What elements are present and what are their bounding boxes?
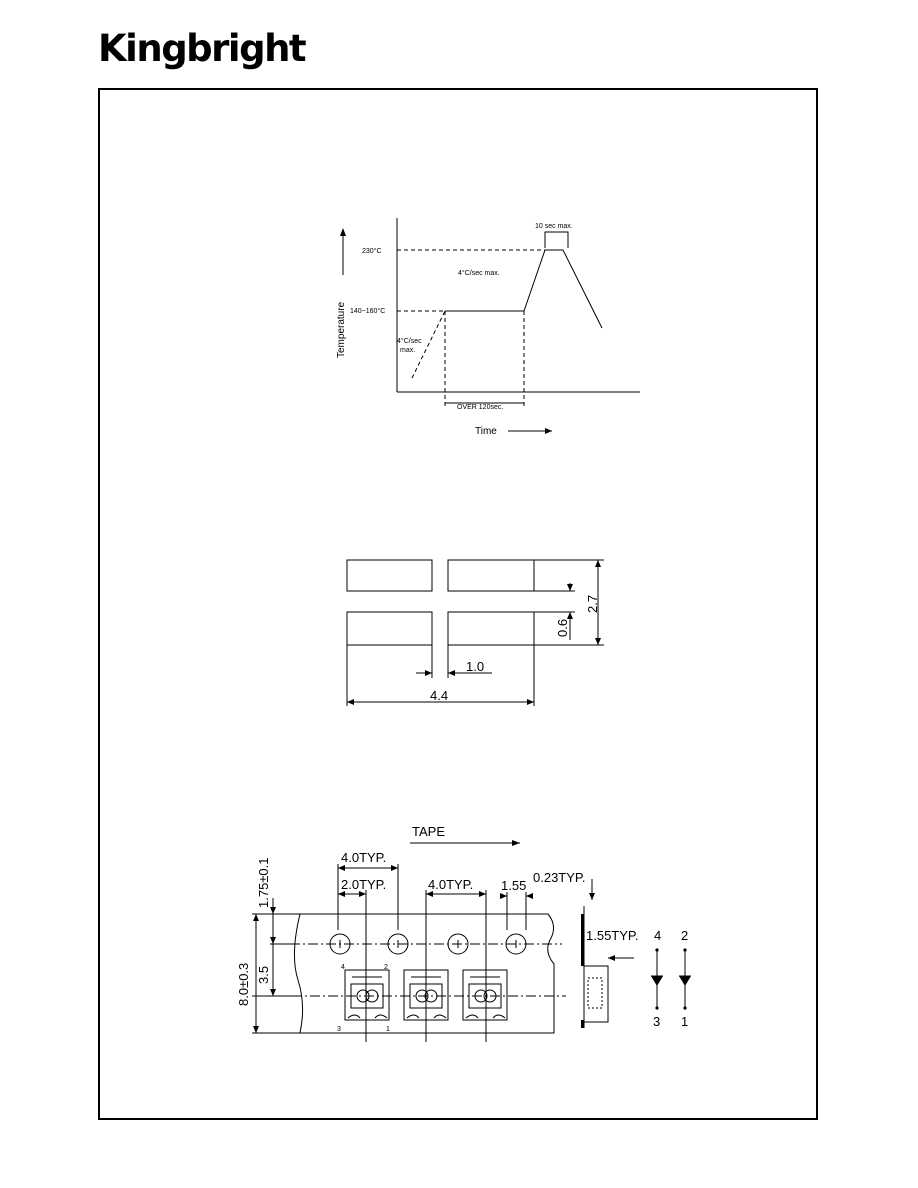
temperature-axis-label: Temperature: [336, 301, 347, 358]
kingbright-logo: Kingbright: [98, 27, 307, 70]
pocket-pin-1-label: 1: [386, 1026, 390, 1033]
pad-bottom-left: [346, 611, 433, 646]
pad-top-left: [346, 559, 433, 592]
tape-half-pitch: 2.0TYP.: [341, 877, 386, 892]
sprocket-holes: [329, 933, 527, 955]
tape-hole-dia: 1.55: [501, 878, 526, 893]
tape-center-offset: 3.5: [256, 966, 271, 984]
tape-outline: [293, 913, 555, 1034]
pad-height-dim: 2.7: [585, 595, 600, 613]
profile-curve: [445, 249, 603, 329]
tape-hole-dia-side: 1.55TYP.: [586, 928, 639, 943]
pad-width-dim: 4.4: [430, 688, 448, 703]
initial-ramp-line: [411, 310, 446, 379]
tape-arrows: [253, 840, 691, 1033]
tape-width: 8.0±0.3: [236, 963, 251, 1006]
peak-temp-label: 230°C: [362, 247, 382, 255]
pocket-pin-2-label: 2: [384, 964, 388, 971]
component-pocket-2: [403, 969, 449, 1021]
content-frame: [98, 88, 818, 1120]
initial-ramp-label-2: max.: [400, 347, 415, 354]
reflow-profile-diagram: [342, 218, 640, 432]
pad-spacing-dim: 1.0: [466, 659, 484, 674]
component-pocket-3: [462, 969, 508, 1021]
diode-pin-3-label: 3: [653, 1014, 660, 1029]
time-axis-label: Time: [475, 426, 497, 437]
pad-dim-arrows: [347, 560, 601, 705]
diode-pin-1-label: 1: [681, 1014, 688, 1029]
diode-pin-4-label: 4: [654, 928, 661, 943]
peak-time-label: 10 sec max.: [535, 223, 573, 230]
temp-arrow-head: [340, 228, 346, 236]
peak-time-bracket: [544, 231, 569, 248]
preheat-temp-label: 140~160°C: [350, 307, 385, 315]
pad-gap-dim: 0.6: [555, 619, 570, 637]
pad-top-right: [447, 559, 535, 592]
component-pocket-1: [344, 969, 390, 1021]
tape-pitch-mid: 4.0TYP.: [428, 877, 473, 892]
pocket-pin-4-label: 4: [341, 964, 345, 971]
initial-ramp-label-1: 4°C/sec: [397, 337, 422, 345]
tape-direction-label: TAPE: [412, 824, 445, 839]
preheat-duration-label: OVER 120sec.: [457, 404, 503, 411]
time-arrow-head: [545, 428, 552, 434]
ramp-rate-label: 4°C/sec max.: [458, 269, 500, 277]
tape-side-view: [583, 879, 634, 1028]
tape-thickness: 0.23TYP.: [533, 870, 586, 885]
diode-pin-2-label: 2: [681, 928, 688, 943]
tape-edge-offset: 1.75±0.1: [256, 857, 271, 908]
tape-pitch-top: 4.0TYP.: [341, 850, 386, 865]
pocket-pin-3-label: 3: [337, 1026, 341, 1033]
pad-bottom-right: [447, 611, 535, 646]
